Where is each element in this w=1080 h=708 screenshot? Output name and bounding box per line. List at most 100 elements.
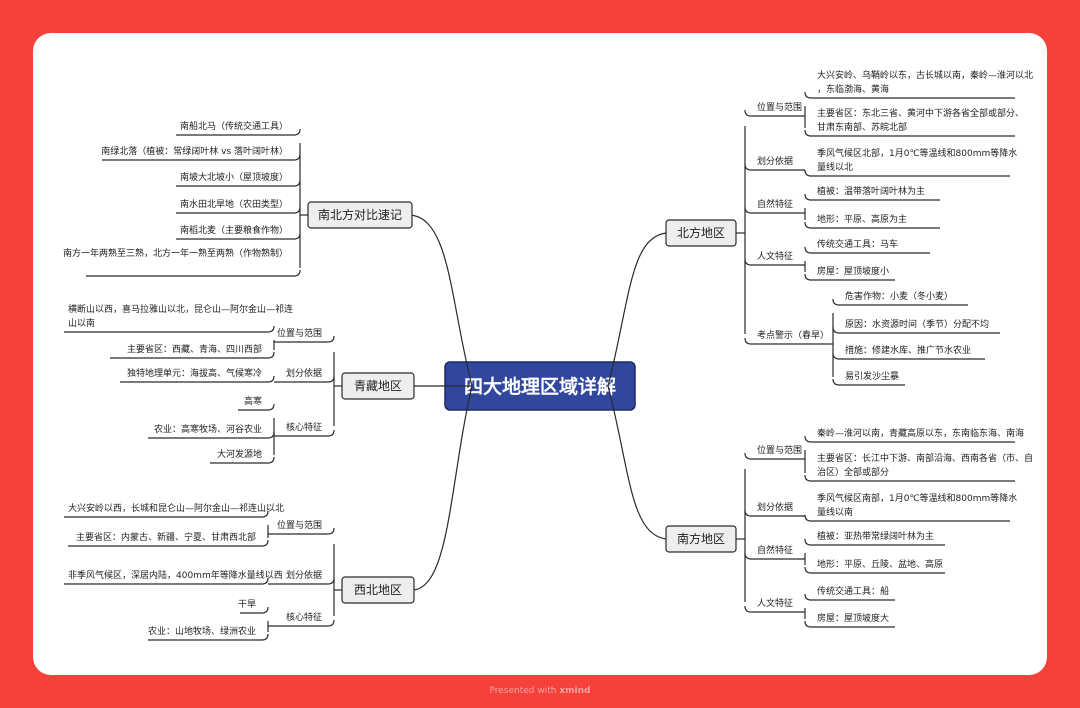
item-north-3-0: 传统交通工具：马车 xyxy=(817,238,898,250)
item-qingzang-2-0: 高寒 xyxy=(244,395,262,407)
item-south-3-1: 房屋：屋顶坡度大 xyxy=(817,612,889,624)
item-south-2-1: 地形：平原、丘陵、盆地、高原 xyxy=(817,558,943,570)
item-line-compare-5 xyxy=(86,269,301,277)
item-line-north-0-1 xyxy=(804,129,1015,137)
item-line-north-0-0 xyxy=(804,91,1015,99)
item-line-south-2-1 xyxy=(804,566,945,574)
category-line-south-3 xyxy=(744,605,805,613)
item-qingzang-0-1: 主要省区：西藏、青海、四川西部 xyxy=(127,343,262,355)
category-line-south-2 xyxy=(744,552,805,560)
item-line-south-3-0 xyxy=(804,593,895,601)
item-line-qingzang-1-0 xyxy=(120,375,275,383)
item-south-1-0: 季风气候区南部，1月0℃等温线和800mm等降水量线以南 xyxy=(817,492,1017,518)
branch-label-north: 北方地区 xyxy=(677,225,725,240)
connector-south xyxy=(607,385,667,540)
item-line-north-2-1 xyxy=(804,221,940,229)
item-line-northwest-2-0 xyxy=(240,606,269,614)
item-line-compare-4 xyxy=(176,232,301,240)
connector-north xyxy=(607,232,667,387)
connector-compare xyxy=(409,214,473,387)
footer-brand: xmind xyxy=(559,686,591,696)
category-line-north-2 xyxy=(744,206,805,214)
item-line-north-2-0 xyxy=(804,193,940,201)
item-north-2-1: 地形：平原、高原为主 xyxy=(817,213,907,225)
item-line-northwest-1-0 xyxy=(64,577,269,585)
item-line-south-0-1 xyxy=(804,474,1015,482)
item-line-north-4-0 xyxy=(832,298,968,306)
item-north-4-3: 易引发沙尘暴 xyxy=(845,370,899,382)
branch-label-northwest: 西北地区 xyxy=(354,583,402,597)
connector-northwest xyxy=(413,385,473,591)
item-compare-2: 南坡大北坡小（屋顶坡度） xyxy=(180,171,288,183)
category-label-north-0: 位置与范围 xyxy=(757,101,802,113)
category-line-northwest-0 xyxy=(268,527,335,535)
item-south-0-1: 主要省区：长江中下游、南部沿海、西南各省（市、自治区）全部或部分 xyxy=(817,452,1033,478)
category-label-northwest-2: 核心特征 xyxy=(286,611,322,623)
category-line-northwest-1 xyxy=(268,577,335,585)
item-north-3-1: 房屋：屋顶坡度小 xyxy=(817,265,889,277)
canvas-card xyxy=(33,33,1047,675)
item-compare-0: 南船北马（传统交通工具） xyxy=(180,120,288,132)
category-line-south-0 xyxy=(744,452,805,460)
category-line-north-4 xyxy=(744,337,833,345)
item-line-south-1-0 xyxy=(804,514,1010,522)
item-northwest-2-1: 农业：山地牧场、绿洲农业 xyxy=(148,625,256,637)
branch-label-qingzang: 青藏地区 xyxy=(354,379,402,393)
item-compare-1: 南绿北落（植被：常绿阔叶林 vs 落叶阔叶林） xyxy=(101,145,288,157)
branch-label-compare: 南北方对比速记 xyxy=(318,207,402,222)
item-line-north-4-2 xyxy=(832,352,985,360)
item-north-1-0: 季风气候区北部，1月0℃等温线和800mm等降水量线以北 xyxy=(817,147,1017,173)
item-line-northwest-2-1 xyxy=(148,633,269,641)
item-north-0-1: 主要省区：东北三省、黄河中下游各省全部或部分、甘肃东南部、苏皖北部 xyxy=(817,107,1024,133)
item-northwest-1-0: 非季风气候区，深居内陆，400mm年等降水量线以西 xyxy=(68,569,283,581)
category-label-south-1: 划分依据 xyxy=(757,501,793,513)
item-line-qingzang-0-0 xyxy=(64,325,275,333)
category-label-northwest-0: 位置与范围 xyxy=(277,519,322,531)
item-line-qingzang-2-0 xyxy=(238,403,275,411)
item-compare-4: 南稻北麦（主要粮食作物） xyxy=(180,224,288,236)
item-northwest-0-1: 主要省区：内蒙古、新疆、宁夏、甘肃西北部 xyxy=(76,531,256,543)
item-line-north-3-1 xyxy=(804,273,895,281)
item-qingzang-2-1: 农业：高寒牧场、河谷农业 xyxy=(154,423,262,435)
category-line-northwest-2 xyxy=(268,619,335,627)
item-north-4-2: 措施：修建水库、推广节水农业 xyxy=(845,344,971,356)
category-label-northwest-1: 划分依据 xyxy=(286,569,322,581)
category-line-south-1 xyxy=(744,509,805,517)
item-compare-5: 南方一年两熟至三熟，北方一年一熟至两熟（作物熟制） xyxy=(63,247,288,259)
item-south-2-0: 植被：亚热带常绿阔叶林为主 xyxy=(817,530,934,542)
item-north-2-0: 植被：温带落叶阔叶林为主 xyxy=(817,185,925,197)
item-line-compare-2 xyxy=(176,179,301,187)
item-line-compare-0 xyxy=(176,128,301,136)
category-line-north-3 xyxy=(744,258,805,266)
item-compare-3: 南水田北旱地（农田类型） xyxy=(180,198,288,210)
branch-label-south: 南方地区 xyxy=(677,531,725,546)
category-line-north-0 xyxy=(744,109,805,117)
item-qingzang-2-2: 大河发源地 xyxy=(217,448,262,460)
category-label-qingzang-2: 核心特征 xyxy=(286,421,322,433)
item-line-qingzang-0-1 xyxy=(110,351,275,359)
category-label-south-2: 自然特征 xyxy=(757,544,793,556)
category-line-north-1 xyxy=(744,163,805,171)
category-label-north-2: 自然特征 xyxy=(757,198,793,210)
item-line-northwest-0-1 xyxy=(68,539,269,547)
item-line-north-3-0 xyxy=(804,246,930,254)
item-line-south-2-0 xyxy=(804,538,945,546)
item-northwest-0-0: 大兴安岭以西，长城和昆仑山—阿尔金山—祁连山以北 xyxy=(68,502,284,514)
item-line-compare-3 xyxy=(176,206,301,214)
category-label-qingzang-1: 划分依据 xyxy=(286,367,322,379)
item-south-0-0: 秦岭—淮河以南，青藏高原以东，东南临东海、南海 xyxy=(817,427,1024,439)
item-line-northwest-0-0 xyxy=(64,510,269,518)
category-line-qingzang-1 xyxy=(274,375,335,383)
item-northwest-2-0: 干旱 xyxy=(238,599,256,610)
category-line-qingzang-2 xyxy=(274,429,335,437)
root-label: 四大地理区域详解 xyxy=(464,375,616,398)
category-label-north-3: 人文特征 xyxy=(757,250,793,262)
item-line-north-4-3 xyxy=(832,378,905,386)
category-line-qingzang-0 xyxy=(274,335,335,343)
footer: Presented with xmind xyxy=(0,686,1080,696)
item-line-north-1-0 xyxy=(804,169,1010,177)
item-line-qingzang-2-1 xyxy=(148,431,275,439)
item-qingzang-1-0: 独特地理单元：海拔高、气候寒冷 xyxy=(127,367,262,379)
item-line-compare-1 xyxy=(102,153,301,161)
